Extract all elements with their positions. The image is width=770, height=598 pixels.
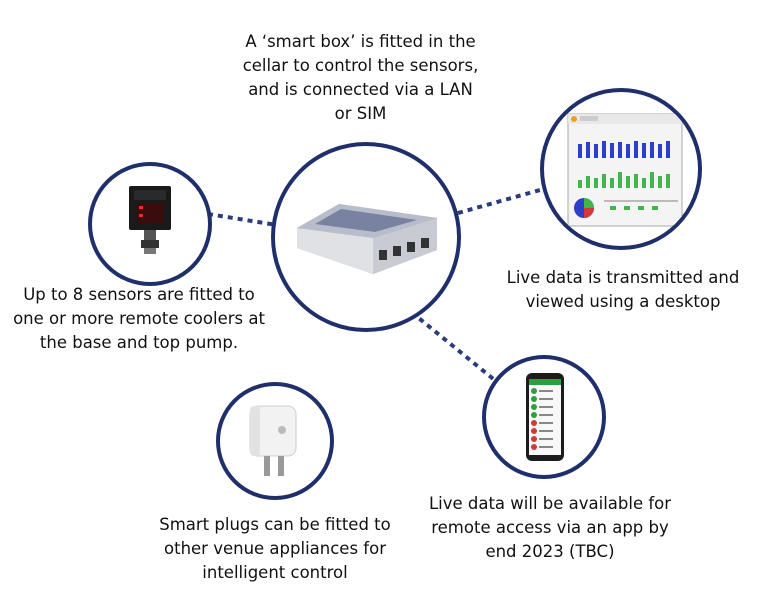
connector-box-to-sensor <box>207 212 284 228</box>
sensor-circle <box>88 162 212 286</box>
app-caption: Live data will be available for remote a… <box>428 494 672 561</box>
dashboard-image <box>567 113 683 227</box>
sensor-image <box>129 186 171 254</box>
desktop-caption: Live data is transmitted and viewed usin… <box>506 268 740 311</box>
smart-box-circle <box>271 142 461 332</box>
smart-plug-image <box>249 405 297 476</box>
smart-box-caption: A ‘smart box’ is fitted in the cellar to… <box>242 32 479 123</box>
smart-box-image <box>297 204 437 274</box>
sensors-caption: Up to 8 sensors are fitted to one or mor… <box>13 285 265 352</box>
desktop-circle <box>540 88 702 250</box>
connector-box-to-app <box>402 304 499 384</box>
app-circle <box>482 355 606 479</box>
connector-box-to-desktop <box>457 188 541 215</box>
phone-app-image <box>526 373 564 461</box>
smart-plug-circle <box>216 382 334 500</box>
plugs-caption: Smart plugs can be fitted to other venue… <box>159 515 391 582</box>
